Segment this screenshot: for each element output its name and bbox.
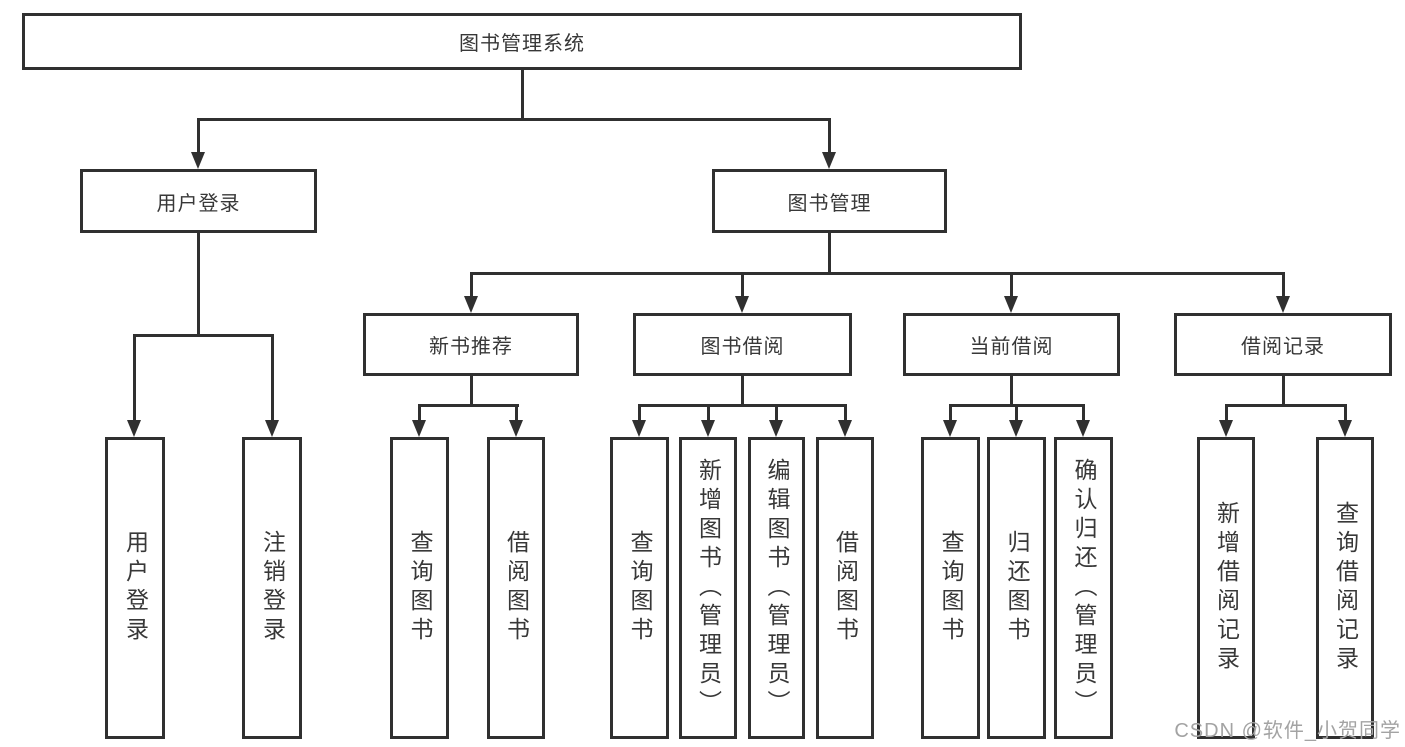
arrowhead-down-icon (943, 420, 957, 437)
arrowhead-down-icon (412, 420, 426, 437)
leaf-borrow-edit-book-admin: 编辑图书（管理员） (748, 437, 805, 739)
connector-user-login-stem (197, 233, 200, 336)
node-library-management-system: 图书管理系统 (22, 13, 1022, 70)
connector-leaf-stub (1225, 404, 1228, 424)
arrowhead-down-icon (838, 420, 852, 437)
leaf-borrow-add-book-admin: 新增图书（管理员） (679, 437, 737, 739)
connector-leaf-stub (638, 404, 641, 424)
connector-borrow-records-stem (1282, 376, 1285, 406)
node-current-borrow: 当前借阅 (903, 313, 1120, 376)
arrowhead-down-icon (1009, 420, 1023, 437)
connector-new-books-stem (470, 376, 473, 406)
arrowhead-down-icon (464, 296, 478, 313)
leaf-borrow-borrow-book: 借阅图书 (816, 437, 874, 739)
connector-borrow-records-rail (1225, 404, 1347, 407)
leaf-user-login: 用户登录 (105, 437, 165, 739)
connector-leaf-stub (1344, 404, 1347, 424)
node-book-management: 图书管理 (712, 169, 947, 233)
node-borrow-records: 借阅记录 (1174, 313, 1392, 376)
connector-to-book-borrow (741, 272, 744, 299)
leaf-current-confirm-return-admin: 确认归还（管理员） (1054, 437, 1113, 739)
leaf-logout: 注销登录 (242, 437, 302, 739)
connector-user-login-rail (133, 334, 274, 337)
connector-book-borrow-stem (741, 376, 744, 406)
arrowhead-down-icon (735, 296, 749, 313)
csdn-watermark: CSDN @软件_小贺同学 (1174, 720, 1401, 742)
connector-leaf-stub (1082, 404, 1085, 424)
connector-leaf-stub (1015, 404, 1018, 424)
connector-root-rail (197, 118, 831, 121)
connector-root-to-book-mgmt (828, 118, 831, 156)
arrowhead-down-icon (127, 420, 141, 437)
connector-current-borrow-stem (1010, 376, 1013, 406)
node-new-book-recommend: 新书推荐 (363, 313, 579, 376)
connector-book-mgmt-stem (828, 233, 831, 274)
leaf-borrow-query-book: 查询图书 (610, 437, 669, 739)
connector-root-stem (521, 70, 524, 120)
connector-to-user-login-leaf (133, 334, 136, 424)
leaf-current-query-book: 查询图书 (921, 437, 980, 739)
arrowhead-down-icon (1076, 420, 1090, 437)
arrowhead-down-icon (822, 152, 836, 169)
connector-leaf-stub (775, 404, 778, 424)
connector-leaf-stub (949, 404, 952, 424)
leaf-records-query-record: 查询借阅记录 (1316, 437, 1374, 739)
arrowhead-down-icon (1276, 296, 1290, 313)
connector-leaf-stub (844, 404, 847, 424)
connector-leaf-stub (707, 404, 710, 424)
arrowhead-down-icon (265, 420, 279, 437)
node-book-borrow: 图书借阅 (633, 313, 852, 376)
arrowhead-down-icon (632, 420, 646, 437)
connector-book-borrow-rail (638, 404, 847, 407)
arrowhead-down-icon (191, 152, 205, 169)
node-user-login: 用户登录 (80, 169, 317, 233)
leaf-newbooks-query-book: 查询图书 (390, 437, 449, 739)
connector-new-books-rail (418, 404, 519, 407)
leaf-records-add-record: 新增借阅记录 (1197, 437, 1255, 739)
connector-book-mgmt-rail (470, 272, 1284, 275)
connector-leaf-stub (418, 404, 421, 424)
connector-to-borrow-records (1282, 272, 1285, 299)
connector-to-current-borrow (1010, 272, 1013, 299)
connector-to-new-books (470, 272, 473, 299)
connector-to-logout-leaf (271, 334, 274, 424)
leaf-current-return-book: 归还图书 (987, 437, 1046, 739)
arrowhead-down-icon (509, 420, 523, 437)
arrowhead-down-icon (769, 420, 783, 437)
arrowhead-down-icon (1338, 420, 1352, 437)
leaf-newbooks-borrow-book: 借阅图书 (487, 437, 545, 739)
connector-root-to-user-login (197, 118, 200, 156)
connector-leaf-stub (515, 404, 518, 424)
arrowhead-down-icon (1219, 420, 1233, 437)
arrowhead-down-icon (1004, 296, 1018, 313)
arrowhead-down-icon (701, 420, 715, 437)
